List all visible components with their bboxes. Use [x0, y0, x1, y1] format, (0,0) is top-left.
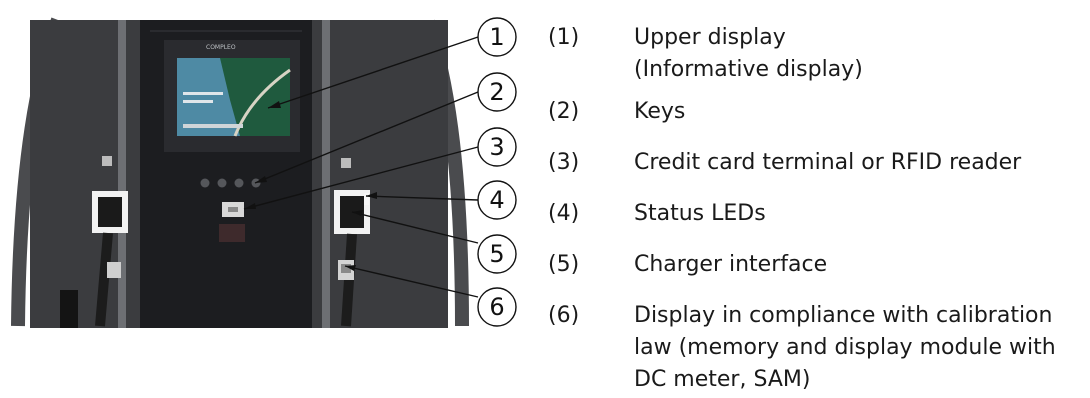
legend-text: Display in compliance with calibration l… — [634, 300, 1084, 396]
legend-text: Charger interface — [634, 252, 828, 277]
svg-text:5: 5 — [489, 240, 504, 268]
legend-number: (5) — [548, 252, 580, 277]
left-logo-icon — [102, 156, 112, 166]
legend-item-6: (6) Display in compliance with calibrati… — [548, 300, 1084, 396]
legend-line: DC meter, SAM) — [634, 367, 811, 392]
legend-line: (Informative display) — [634, 57, 863, 82]
callout-2: 2 — [477, 72, 517, 112]
legend-line: Upper display — [634, 25, 786, 50]
legend-text: Status LEDs — [634, 201, 766, 226]
svg-text:1: 1 — [489, 23, 504, 51]
legend-item-4: (4) Status LEDs — [548, 198, 1084, 230]
callout-3: 3 — [477, 127, 517, 167]
legend-item-5: (5) Charger interface — [548, 249, 1084, 281]
callout-4: 4 — [477, 180, 517, 220]
svg-text:3: 3 — [489, 133, 504, 161]
svg-text:2: 2 — [489, 78, 504, 106]
legend-text: Upper display (Informative display) — [634, 22, 1084, 86]
legend-item-1: (1) Upper display (Informative display) — [548, 22, 1084, 86]
left-charger-interface[interactable] — [92, 191, 128, 327]
legend-number: (3) — [548, 150, 580, 175]
legend-line: Display in compliance with calibration — [634, 303, 1053, 328]
callout-6: 6 — [477, 287, 517, 327]
callout-5: 5 — [477, 234, 517, 274]
upper-display: COMPLEO — [164, 40, 300, 152]
legend-number: (4) — [548, 201, 580, 226]
card-slot — [219, 224, 245, 242]
right-logo-icon — [341, 158, 351, 168]
legend-number: (6) — [548, 303, 580, 328]
status-leds — [364, 193, 369, 205]
charging-station-figure: COMPLEO — [0, 0, 530, 398]
legend-text: Keys — [634, 99, 686, 124]
callout-1: 1 — [477, 17, 517, 57]
leader-arrowheads — [244, 101, 377, 271]
leader-lines — [243, 36, 479, 298]
legend-text: Credit card terminal or RFID reader — [634, 150, 1022, 175]
screen-logo: COMPLEO — [206, 44, 236, 51]
svg-text:6: 6 — [489, 293, 504, 321]
legend-number: (2) — [548, 99, 580, 124]
legend-item-3: (3) Credit card terminal or RFID reader — [548, 147, 1084, 179]
legend-item-2: (2) Keys — [548, 96, 1084, 128]
legend-line: law (memory and display module with — [634, 335, 1056, 360]
svg-text:4: 4 — [489, 186, 504, 214]
legend-number: (1) — [548, 25, 580, 50]
left-meter-display — [107, 262, 121, 278]
